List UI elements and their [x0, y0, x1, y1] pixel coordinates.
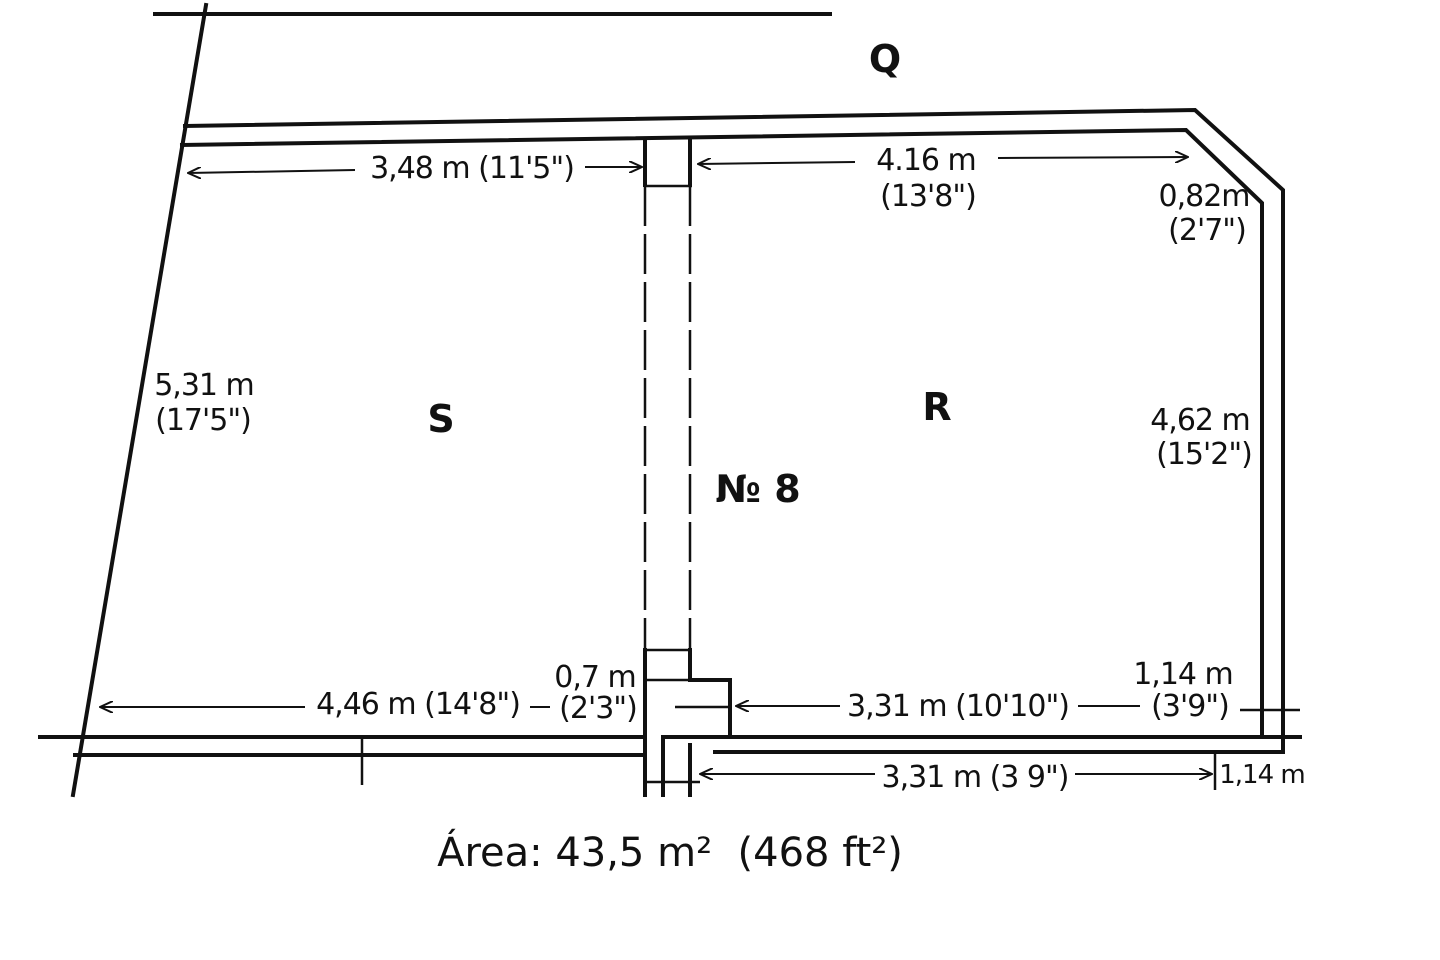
outer-wall: [182, 107, 1285, 754]
unit-number: № 8: [715, 467, 800, 511]
room-label-s: S: [427, 397, 454, 441]
dim-top-left-arrow-a: [188, 170, 356, 173]
dim-outer-corner: 1,14 m: [1219, 760, 1304, 790]
room-label-r: R: [922, 385, 951, 429]
dim-bottom-left: 4,46 m (14'8"): [316, 687, 520, 722]
dim-right-m: 4,62 m: [1150, 403, 1250, 438]
left-boundary-line: [70, 2, 209, 798]
area-label: Área: 43,5 m² (468 ft²): [437, 828, 903, 876]
dim-bottom-corner-m: 1,14 m: [1133, 657, 1233, 692]
dim-left-m: 5,31 m: [154, 368, 254, 403]
dim-bottom-right: 3,31 m (10'10"): [847, 689, 1069, 724]
dim-top-right-ft: (13'8"): [880, 179, 976, 214]
dim-top-left: 3,48 m (11'5"): [370, 151, 574, 186]
door-jamb: [661, 735, 717, 797]
dim-right-ft: (15'2"): [1156, 437, 1252, 472]
dim-corner-ft: (2'7"): [1168, 213, 1246, 248]
dim-door-m: 0,7 m: [554, 660, 635, 695]
dim-corner-m: 0,82m: [1158, 179, 1249, 214]
dim-door-ft: (2'3"): [559, 691, 637, 726]
dim-bottom-corner-ft: (3'9"): [1151, 689, 1229, 724]
inner-wall: [179, 127, 1264, 739]
room-label-q: Q: [869, 37, 901, 81]
dim-top-right-arrow-a: [698, 162, 856, 164]
dim-top-right-arrow-b: [997, 157, 1188, 158]
dim-top-right-m: 4.16 m: [876, 143, 976, 178]
door-frame-right: [688, 648, 732, 737]
dim-left-ft: (17'5"): [155, 403, 251, 438]
dim-outer-bottom: 3,31 m (3 9"): [881, 760, 1068, 795]
